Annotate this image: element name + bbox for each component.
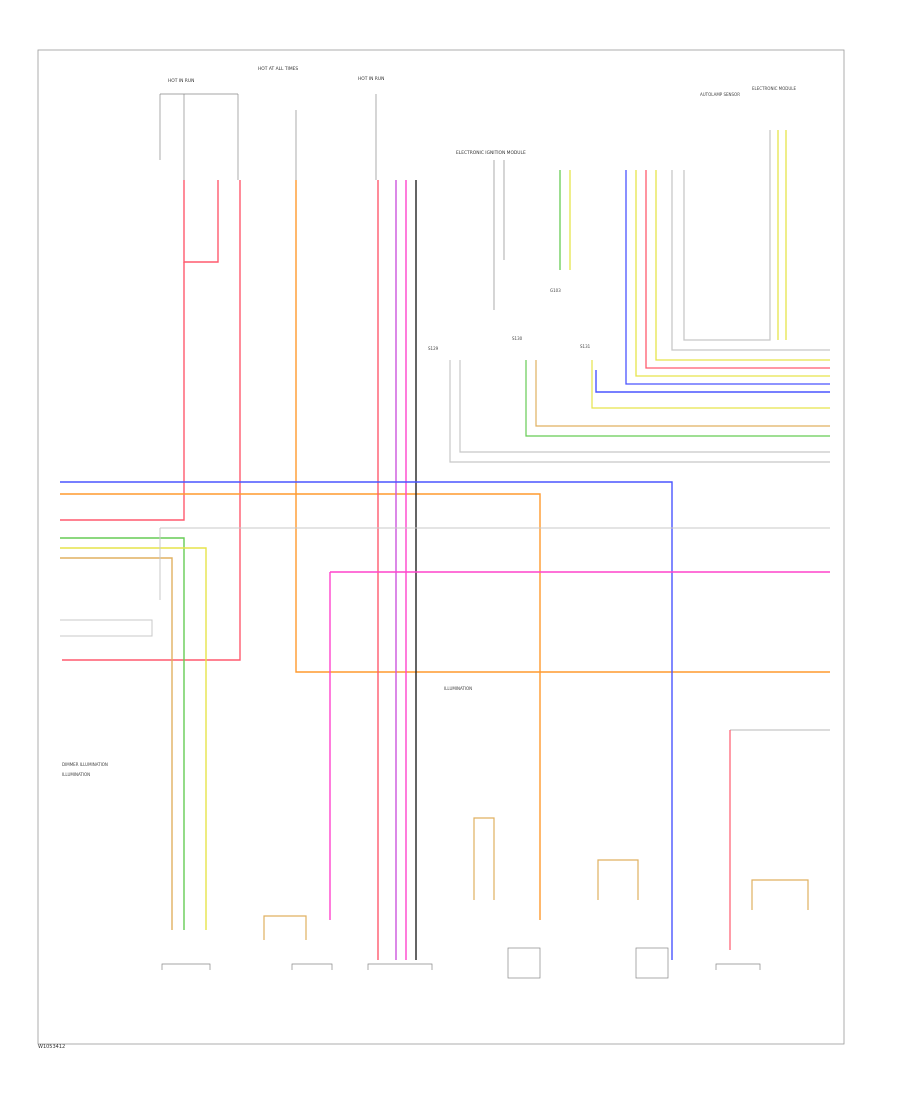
wire-right-top	[625, 130, 830, 385]
splice-1-label: S129	[428, 346, 439, 351]
fuse-left	[159, 93, 239, 180]
bottom-wiring	[263, 729, 830, 950]
fuse-left-label: HOT IN RUN	[168, 78, 194, 84]
wire-gray-left	[60, 527, 830, 637]
diagram-footer: W1053412	[38, 1044, 66, 1050]
wire-orange	[60, 180, 830, 920]
wire-blue	[60, 370, 830, 960]
fuse-mid-label: HOT IN RUN	[358, 76, 384, 82]
fuse-center	[295, 94, 377, 180]
top-right-label-1: AUTOLAMP SENSOR	[700, 92, 740, 97]
note-text: ILLUMINATION	[444, 686, 472, 691]
top-right-label-2: ELECTRONIC MODULE	[752, 86, 797, 91]
fuse-center-label: HOT AT ALL TIMES	[258, 66, 298, 72]
diagram-border	[37, 49, 845, 1045]
bottom-connectors	[161, 947, 761, 979]
wire-bundle	[377, 180, 417, 960]
electronic-module-label: ELECTRONIC IGNITION MODULE	[456, 150, 526, 156]
wire-red	[60, 180, 241, 661]
wire-splice-lines	[449, 360, 830, 463]
wire-green-yellow-top	[559, 170, 571, 270]
left-legend-2: ILLUMINATION	[62, 772, 90, 777]
wire-left-multi	[60, 537, 207, 930]
left-legend-1: DIMMER ILLUMINATION	[62, 762, 108, 767]
splice-3-label: S131	[580, 344, 591, 349]
wire-magenta	[329, 571, 830, 920]
ground-label: G103	[550, 288, 561, 293]
splice-2-label: S130	[512, 336, 523, 341]
module-connector	[493, 160, 505, 310]
